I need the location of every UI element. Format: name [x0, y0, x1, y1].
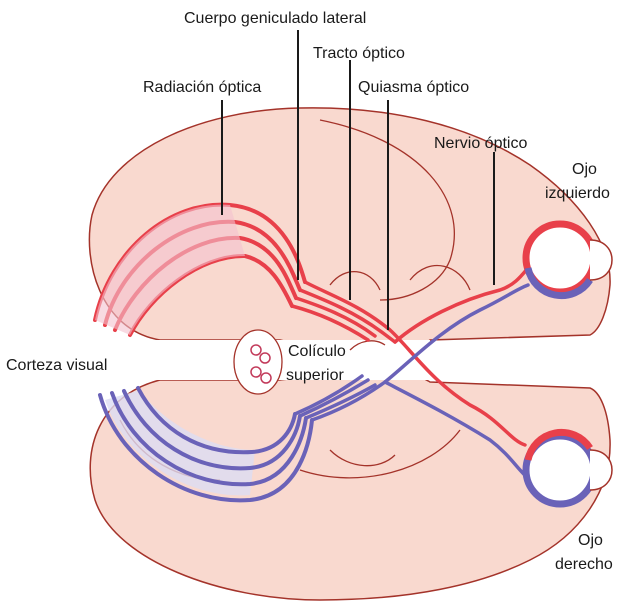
label-coliculo-2: superior: [286, 367, 344, 384]
label-quiasma-optico: Quiasma óptico: [358, 79, 469, 96]
label-coliculo-1: Colículo: [288, 343, 346, 360]
label-nervio-optico: Nervio óptico: [434, 135, 527, 152]
label-cuerpo-geniculado: Cuerpo geniculado lateral: [184, 10, 366, 27]
superior-colliculus: [234, 330, 282, 394]
label-ojo-derecho-2: derecho: [555, 556, 613, 573]
label-ojo-izquierdo-2: izquierdo: [545, 185, 610, 202]
label-corteza-visual: Corteza visual: [6, 357, 107, 374]
label-tracto-optico: Tracto óptico: [313, 45, 405, 62]
label-radiacion-optica: Radiación óptica: [143, 79, 261, 96]
label-ojo-derecho-1: Ojo: [578, 532, 603, 549]
label-ojo-izquierdo-1: Ojo: [572, 161, 597, 178]
